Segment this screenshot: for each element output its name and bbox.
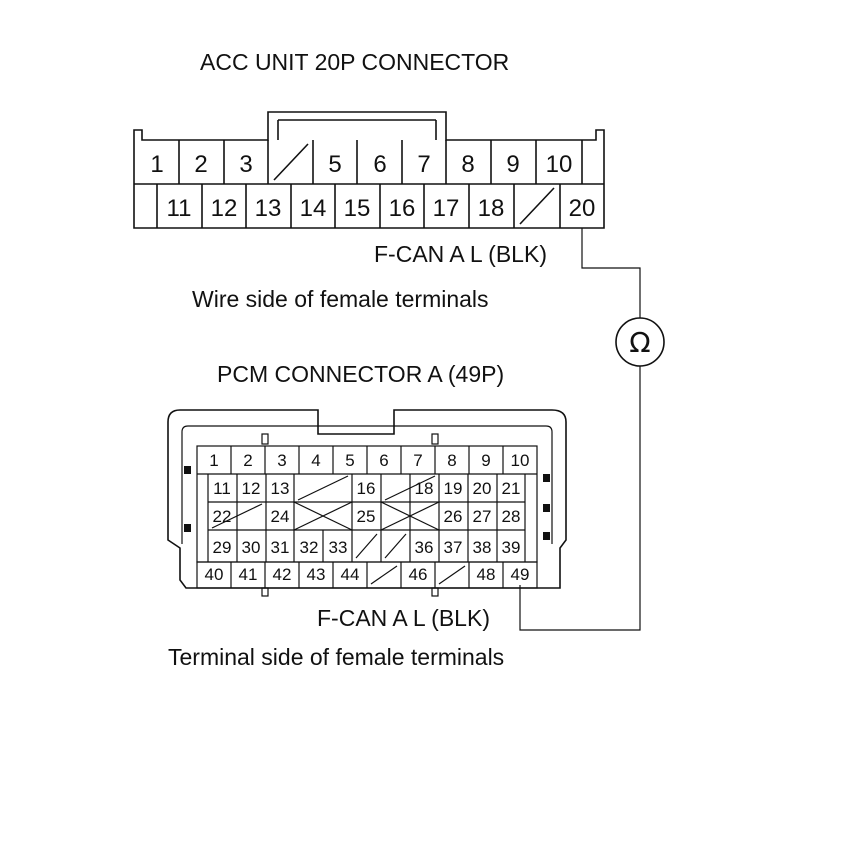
acc-pin: 3 <box>239 151 252 178</box>
acc-pin: 1 <box>150 151 163 178</box>
pcm-pin: 31 <box>271 538 290 557</box>
acc-pin: 14 <box>300 195 327 222</box>
acc-connector-title: ACC UNIT 20P CONNECTOR <box>200 49 509 75</box>
acc-pin: 13 <box>255 195 282 222</box>
pcm-pin: 33 <box>329 538 348 557</box>
pcm-pin: 48 <box>477 565 496 584</box>
pcm-pin: 44 <box>341 565 360 584</box>
pcm-pin: 38 <box>473 538 492 557</box>
pcm-pin: 4 <box>311 451 320 470</box>
pcm-pin: 9 <box>481 451 490 470</box>
pcm-pin-49: 49 <box>511 565 530 584</box>
acc-pin: 7 <box>417 151 430 178</box>
pcm-pin: 37 <box>444 538 463 557</box>
acc-pin: 18 <box>478 195 505 222</box>
pcm-pin: 36 <box>415 538 434 557</box>
acc-pin: 10 <box>546 151 573 178</box>
acc-pin: 8 <box>461 151 474 178</box>
pcm-pin: 5 <box>345 451 354 470</box>
acc-pin: 16 <box>389 195 416 222</box>
acc-pin: 2 <box>194 151 207 178</box>
pcm-pin: 20 <box>473 479 492 498</box>
pcm-pin: 10 <box>511 451 530 470</box>
pcm-pin: 42 <box>273 565 292 584</box>
pcm-pin: 6 <box>379 451 388 470</box>
pcm-pin: 28 <box>502 507 521 526</box>
acc-connector <box>133 111 605 229</box>
pcm-pin: 29 <box>213 538 232 557</box>
pcm-connector <box>167 409 567 597</box>
ohmmeter: Ω <box>615 317 665 367</box>
pcm-pin: 26 <box>444 507 463 526</box>
ohm-symbol-icon: Ω <box>629 326 650 359</box>
pcm-pin: 40 <box>205 565 224 584</box>
pcm-pin: 3 <box>277 451 286 470</box>
test-lead-wires <box>519 228 641 631</box>
pcm-pin: 2 <box>243 451 252 470</box>
acc-probe-label: F-CAN A L (BLK) <box>374 241 547 267</box>
pcm-pin: 46 <box>409 565 428 584</box>
pcm-view-label: Terminal side of female terminals <box>168 644 504 670</box>
pcm-pin: 7 <box>413 451 422 470</box>
pcm-pin: 32 <box>300 538 319 557</box>
acc-pin: 17 <box>433 195 460 222</box>
acc-pin-20: 20 <box>569 195 596 222</box>
acc-pin: 11 <box>167 195 192 222</box>
pcm-pin: 18 <box>415 479 434 498</box>
pcm-pin: 21 <box>502 479 521 498</box>
pcm-pin: 43 <box>307 565 326 584</box>
acc-pin: 6 <box>373 151 386 178</box>
pcm-pin: 12 <box>242 479 261 498</box>
acc-pin: 5 <box>328 151 341 178</box>
acc-view-label: Wire side of female terminals <box>192 286 489 312</box>
pcm-connector-title: PCM CONNECTOR A (49P) <box>217 361 504 387</box>
pcm-pin: 13 <box>271 479 290 498</box>
pcm-pin: 25 <box>357 507 376 526</box>
acc-pin: 12 <box>211 195 238 222</box>
pcm-pin: 30 <box>242 538 261 557</box>
pcm-pin: 16 <box>357 479 376 498</box>
pcm-pin: 8 <box>447 451 456 470</box>
pcm-pin: 22 <box>213 507 232 526</box>
pcm-pin: 41 <box>239 565 258 584</box>
pcm-pin: 39 <box>502 538 521 557</box>
pcm-pin: 24 <box>271 507 290 526</box>
acc-pin: 15 <box>344 195 371 222</box>
pcm-pin: 11 <box>213 479 231 498</box>
pcm-pin: 1 <box>209 451 218 470</box>
pcm-pin: 27 <box>473 507 492 526</box>
acc-pin: 9 <box>506 151 519 178</box>
pcm-probe-label: F-CAN A L (BLK) <box>317 605 490 631</box>
pcm-pin: 19 <box>444 479 463 498</box>
